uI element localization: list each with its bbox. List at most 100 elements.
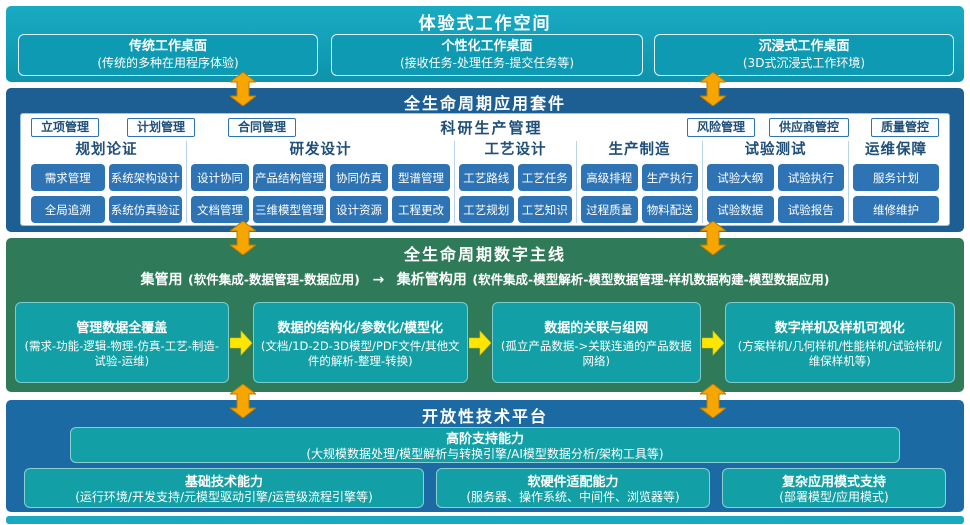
box-subtitle: (需求-功能-逻辑-物理-仿真-工艺-制造-试验-运维): [24, 338, 220, 368]
box-subtitle: (接收任务-处理任务-提交任务等): [399, 55, 575, 70]
double-arrow-icon: [700, 384, 726, 418]
module-cell: 工艺规划: [459, 196, 514, 223]
workspace-band-title: 体验式工作空间: [418, 14, 552, 34]
box-title: 个性化工作桌面: [441, 39, 533, 55]
module-cell: 试验报告: [777, 196, 844, 223]
right-arrow-glyph: →: [372, 272, 385, 288]
module-cell: 维修维护: [853, 196, 939, 223]
module-cell: 物料配送: [641, 196, 698, 223]
suite-columns: 规划论证 需求管理 系统架构设计 全局追溯 系统仿真验证 研发设计 设计协同 产…: [27, 141, 943, 223]
double-arrow-icon: [230, 72, 256, 106]
module-cell: 生产执行: [641, 164, 698, 191]
mode-to-detail: (软件集成-模型解析-模型数据管理-样机数据构建-模型数据应用): [472, 272, 830, 287]
module-cell: 全局追溯: [31, 196, 105, 223]
hw-sw-adaptation-box: 软硬件适配能力 (服务器、操作系统、中间件、浏览器等): [436, 468, 710, 508]
box-subtitle: (方案样机/几何样机/性能样机/试验样机/维保样机等): [737, 338, 942, 368]
module-cell: 文档管理: [191, 196, 249, 223]
module-cell: 试验执行: [777, 164, 844, 191]
module-cell: 需求管理: [31, 164, 105, 191]
yellow-right-arrow-icon: [229, 302, 253, 383]
double-arrow-icon: [700, 72, 726, 106]
mode-to-label: 集析管构用: [396, 272, 467, 288]
project-initiation-box: 立项管理: [31, 118, 100, 137]
module-cell: 三维模型管理: [253, 196, 326, 223]
yellow-right-arrow-icon: [701, 302, 725, 383]
column-header: 研发设计: [289, 142, 352, 158]
module-cell: 高级排程: [581, 164, 638, 191]
app-suite-band: 全生命周期应用套件 立项管理 计划管理 合同管理 科研生产管理 风险管理 供应商…: [6, 88, 964, 232]
traditional-desktop-box: 传统工作桌面 (传统的多种在用程序体验): [18, 34, 318, 76]
yellow-right-arrow-icon: [468, 302, 492, 383]
box-title: 高阶支持能力: [445, 431, 524, 447]
plan-management-box: 计划管理: [127, 118, 196, 137]
box-subtitle: (3D式沉浸式工作环境): [742, 55, 866, 70]
module-cell: 产品结构管理: [253, 164, 326, 191]
box-title: 管理数据全覆盖: [76, 320, 168, 336]
box-title: 复杂应用模式支持: [781, 474, 886, 490]
double-arrow-icon: [700, 221, 726, 255]
box-subtitle: (大规模数据处理/模型解析与转换引擎/AI模型数据分析/架构工具等): [306, 446, 664, 461]
box-title: 数据的结构化/参数化/模型化: [277, 320, 444, 336]
data-coverage-box: 管理数据全覆盖 (需求-功能-逻辑-物理-仿真-工艺-制造-试验-运维): [15, 302, 229, 383]
contract-management-box: 合同管理: [228, 118, 297, 137]
platform-band-title: 开放性技术平台: [421, 407, 548, 426]
box-subtitle: (运行环境/开发支持/元模型驱动引擎/运营级流程引擎等): [75, 489, 373, 504]
box-subtitle: (传统的多种在用程序体验): [97, 55, 239, 70]
column-header: 试验测试: [744, 142, 807, 158]
app-suite-band-title: 全生命周期应用套件: [403, 94, 566, 113]
data-structuring-box: 数据的结构化/参数化/模型化 (文档/1D-2D-3D模型/PDF文件/其他文件…: [252, 302, 468, 383]
double-arrow-icon: [230, 384, 256, 418]
box-title: 软硬件适配能力: [527, 474, 619, 490]
digital-thread-band: 全生命周期数字主线 集管用 (软件集成-数据管理-数据应用) → 集析管构用 (…: [6, 238, 964, 392]
column-testing: 试验测试 试验大纲 试验执行 试验数据 试验报告: [703, 141, 849, 223]
box-title: 基础技术能力: [184, 474, 263, 490]
double-arrow-icon: [230, 221, 256, 255]
column-manufacturing: 生产制造 高级排程 生产执行 过程质量 物料配送: [577, 141, 703, 223]
basic-tech-box: 基础技术能力 (运行环境/开发支持/元模型驱动引擎/运营级流程引擎等): [24, 468, 424, 508]
platform-band: 开放性技术平台 高阶支持能力 (大规模数据处理/模型解析与转换引擎/AI模型数据…: [6, 400, 964, 512]
box-title: 数字样机及样机可视化: [774, 320, 905, 336]
module-cell: 型谱管理: [392, 164, 450, 191]
column-planning: 规划论证 需求管理 系统架构设计 全局追溯 系统仿真验证: [27, 141, 187, 223]
column-rnd-design: 研发设计 设计协同 产品结构管理 协同仿真 型谱管理 文档管理 三维模型管理 设…: [187, 141, 455, 223]
digital-mockup-box: 数字样机及样机可视化 (方案样机/几何样机/性能样机/试验样机/维保样机等): [724, 302, 955, 383]
column-header: 规划论证: [75, 142, 138, 158]
box-subtitle: (服务器、操作系统、中间件、浏览器等): [466, 489, 680, 504]
module-cell: 设计协同: [191, 164, 249, 191]
column-header: 运维保障: [865, 142, 927, 158]
module-cell: 设计资源: [330, 196, 388, 223]
complex-app-mode-box: 复杂应用模式支持 (部署模型/应用模式): [722, 468, 946, 508]
column-process-design: 工艺设计 工艺路线 工艺任务 工艺规划 工艺知识: [455, 141, 577, 223]
module-cell: 试验数据: [707, 196, 774, 223]
personalized-desktop-box: 个性化工作桌面 (接收任务-处理任务-提交任务等): [331, 34, 643, 76]
research-production-panel: 立项管理 计划管理 合同管理 科研生产管理 风险管理 供应商管控 质量管控 规划…: [20, 113, 950, 226]
module-cell: 过程质量: [581, 196, 638, 223]
risk-management-box: 风险管理: [686, 118, 755, 137]
panel-title: 科研生产管理: [440, 119, 543, 137]
module-cell: 系统架构设计: [108, 164, 182, 191]
workspace-band: 体验式工作空间 传统工作桌面 (传统的多种在用程序体验) 个性化工作桌面 (接收…: [6, 6, 964, 82]
box-title: 传统工作桌面: [128, 39, 207, 55]
mode-from-detail: (软件集成-数据管理-数据应用): [188, 272, 360, 287]
column-header: 生产制造: [608, 142, 671, 158]
module-cell: 系统仿真验证: [108, 196, 182, 223]
module-cell: 服务计划: [853, 164, 939, 191]
thread-mode-line: 集管用 (软件集成-数据管理-数据应用) → 集析管构用 (软件集成-模型解析-…: [6, 269, 964, 289]
advanced-support-box: 高阶支持能力 (大规模数据处理/模型解析与转换引擎/AI模型数据分析/架构工具等…: [70, 427, 900, 463]
thread-boxes-row: 管理数据全覆盖 (需求-功能-逻辑-物理-仿真-工艺-制造-试验-运维) 数据的…: [15, 302, 955, 383]
immersive-desktop-box: 沉浸式工作桌面 (3D式沉浸式工作环境): [654, 34, 954, 76]
box-subtitle: (文档/1D-2D-3D模型/PDF文件/其他文件的解析-整理-转换): [260, 338, 460, 368]
module-cell: 工艺知识: [517, 196, 572, 223]
module-cell: 工艺任务: [517, 164, 572, 191]
box-title: 数据的关联与组网: [544, 320, 649, 336]
module-cell: 工程更改: [392, 196, 450, 223]
column-header: 工艺设计: [484, 142, 547, 158]
box-subtitle: (孤立产品数据->关联连通的产品数据网络): [500, 338, 692, 368]
mode-from-label: 集管用: [140, 272, 183, 288]
module-cell: 协同仿真: [330, 164, 388, 191]
module-cell: 试验大纲: [707, 164, 774, 191]
box-title: 沉浸式工作桌面: [758, 39, 850, 55]
digital-thread-band-title: 全生命周期数字主线: [403, 245, 566, 264]
box-subtitle: (部署模型/应用模式): [779, 489, 889, 504]
bottom-teal-strip: [6, 516, 964, 524]
